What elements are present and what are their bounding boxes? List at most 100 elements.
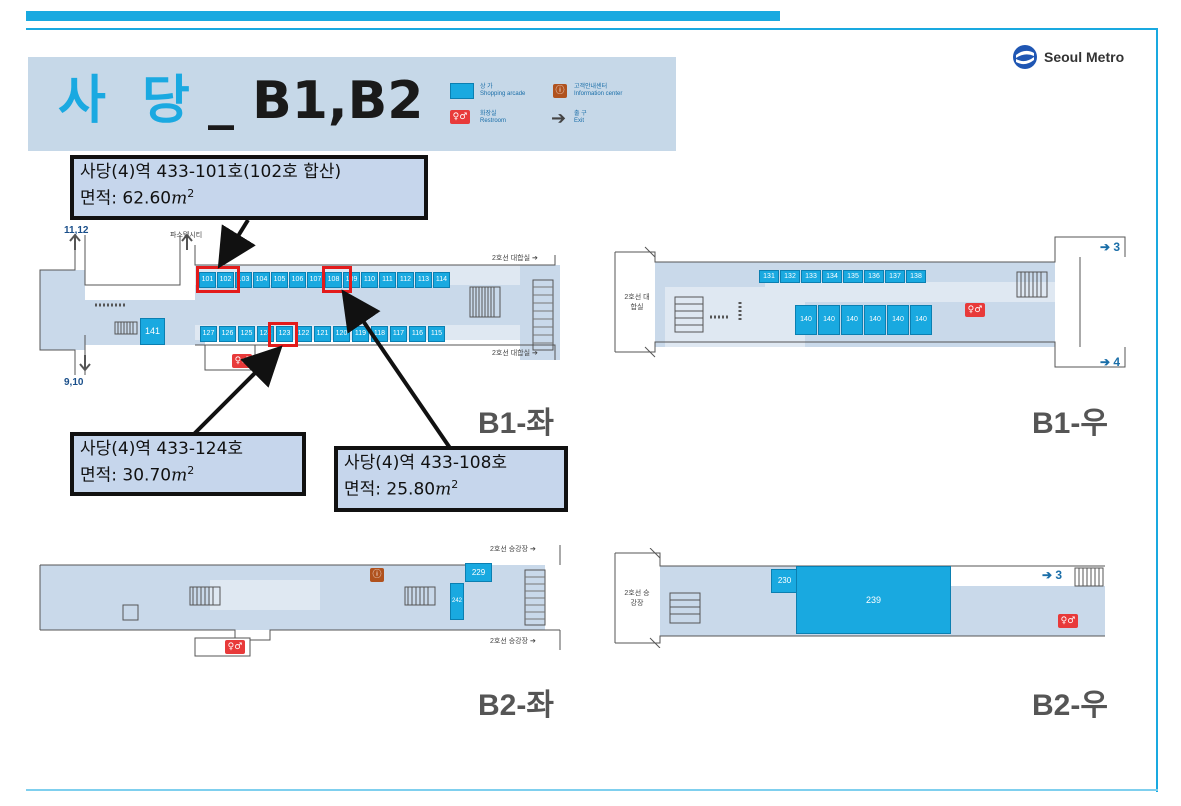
legend-info-kr: 고객안내센터 — [574, 84, 608, 90]
b1r-hall-band — [765, 282, 1055, 302]
shop-swatch-icon — [450, 83, 474, 99]
shop-140[interactable]: 140 — [795, 305, 817, 335]
shop-110[interactable]: 110 — [361, 272, 378, 288]
callout-108-title: 사당(4)역 433-108호 — [344, 453, 508, 473]
callout-124-area: 면적: 30.70m2 — [80, 460, 296, 487]
callout-108-area: 면적: 25.80m2 — [344, 474, 558, 501]
shop-242[interactable]: 242 — [450, 583, 464, 620]
b1l-exit-9-10: 9,10 — [64, 377, 84, 388]
legend-shop-en: Shopping arcade — [480, 91, 526, 97]
shop-141[interactable]: 141 — [140, 318, 165, 345]
shop-230[interactable]: 230 — [771, 569, 798, 593]
seoul-metro-logo-icon — [1013, 45, 1037, 69]
seoul-metro-logo: Seoul Metro — [1012, 44, 1124, 70]
section-b2-left: B2-좌 — [478, 689, 554, 722]
b1l-platform-bottom-label: 2호선 대합실 ➔ — [492, 350, 538, 357]
callout-124-title: 사당(4)역 433-124호 — [80, 439, 244, 459]
shop-102[interactable]: 102 — [217, 272, 234, 288]
callout-124-unit-exp: 2 — [187, 464, 195, 477]
b2l-platform-bottom-label: 2호선 승강장 ➔ — [490, 638, 536, 645]
callout-101-102-unit: m — [171, 188, 188, 209]
shop-126[interactable]: 126 — [219, 326, 236, 342]
callout-101-102-title: 사당(4)역 433-101호(102호 합산) — [80, 162, 342, 182]
b2l-platform-bottom-text: 2호선 승강장 — [490, 638, 529, 645]
exit-arrow-icon: ➔ — [551, 108, 567, 129]
callout-108: 사당(4)역 433-108호 면적: 25.80m2 — [334, 446, 568, 512]
shop-140[interactable]: 140 — [910, 305, 932, 335]
legend-info-label: 고객안내센터 Information center — [574, 84, 622, 98]
shop-114[interactable]: 114 — [433, 272, 450, 288]
b1l-exit-pastel-city: 파스텔시티 — [170, 232, 203, 239]
shop-115[interactable]: 115 — [428, 326, 445, 342]
legend-exit-kr: 출 구 — [574, 111, 587, 117]
b1r-outline-west — [614, 246, 656, 358]
b1r-exit-3-num: 3 — [1113, 240, 1121, 254]
b2l-stairs-1-lines — [192, 587, 214, 605]
legend-shopping — [450, 83, 474, 99]
shop-137[interactable]: 137 — [885, 270, 905, 283]
b1l-outline-top — [194, 245, 556, 266]
callout-108-unit-exp: 2 — [451, 478, 459, 491]
shop-121[interactable]: 121 — [314, 326, 331, 342]
shop-140[interactable]: 140 — [887, 305, 909, 335]
legend-exit-en: Exit — [574, 118, 585, 124]
b1l-platform-bottom-text: 2호선 대합실 — [492, 350, 531, 357]
title-station: 사 당 — [58, 71, 190, 131]
shop-138[interactable]: 138 — [906, 270, 926, 283]
b1l-outline-top-left — [84, 235, 181, 286]
b2l-hall-center — [210, 580, 320, 610]
callout-108-unit: m — [435, 479, 452, 500]
b1l-exit-arrow-bottom-icon — [79, 355, 91, 372]
b1r-restroom-icon: ♀♂ — [965, 303, 985, 317]
title-floors: _ B1,B2 — [208, 71, 424, 131]
highlight-124 — [268, 322, 298, 347]
shop-140[interactable]: 140 — [864, 305, 886, 335]
shop-104[interactable]: 104 — [253, 272, 270, 288]
shop-134[interactable]: 134 — [822, 270, 842, 283]
b1r-stairs — [674, 296, 704, 333]
shop-106[interactable]: 106 — [289, 272, 306, 288]
legend-exit-label: 출 구 Exit — [574, 111, 587, 125]
b2l-platform-top-label: 2호선 승강장 ➔ — [490, 546, 536, 553]
shop-108[interactable]: 108 — [325, 272, 342, 288]
b1r-outline-bottom — [615, 341, 1126, 368]
b1r-outline-top — [615, 236, 1126, 263]
highlight-108 — [322, 266, 352, 293]
b2r-exit-3-num: 3 — [1055, 568, 1063, 582]
shop-123[interactable]: 123 — [276, 326, 293, 342]
legend-restroom-label: 화장실 Restroom — [480, 111, 506, 125]
shop-136[interactable]: 136 — [864, 270, 884, 283]
shop-229[interactable]: 229 — [465, 563, 492, 582]
shop-125[interactable]: 125 — [238, 326, 255, 342]
shop-117[interactable]: 117 — [390, 326, 407, 342]
shop-101[interactable]: 101 — [199, 272, 216, 288]
b1r-stairs-east — [1016, 271, 1048, 298]
b2l-stairs-2-lines — [407, 587, 429, 605]
shop-239[interactable]: 239 — [796, 566, 951, 634]
shop-113[interactable]: 113 — [415, 272, 432, 288]
shop-133[interactable]: 133 — [801, 270, 821, 283]
shop-132[interactable]: 132 — [780, 270, 800, 283]
b1r-exit-4: ➔ 4 — [1100, 355, 1121, 369]
shop-127[interactable]: 127 — [200, 326, 217, 342]
frame-top-line — [26, 28, 1157, 30]
b2r-stairs — [669, 592, 701, 624]
callout-101-102: 사당(4)역 433-101호(102호 합산) 면적: 62.60m2 — [70, 155, 428, 220]
shop-107[interactable]: 107 — [307, 272, 324, 288]
shop-140[interactable]: 140 — [818, 305, 840, 335]
shop-135[interactable]: 135 — [843, 270, 863, 283]
shop-140[interactable]: 140 — [841, 305, 863, 335]
shop-131[interactable]: 131 — [759, 270, 779, 283]
b1l-exit-11-12: 11,12 — [64, 225, 89, 236]
shop-112[interactable]: 112 — [397, 272, 414, 288]
b1l-platform-top-label: 2호선 대합실 ➔ — [492, 255, 538, 262]
b1l-stairs-west-lines — [117, 322, 134, 334]
callout-101-102-area-label: 면적: — [80, 188, 123, 209]
logo-text: Seoul Metro — [1044, 49, 1125, 65]
shop-105[interactable]: 105 — [271, 272, 288, 288]
b1r-exit-3: ➔ 3 — [1100, 240, 1121, 254]
shop-116[interactable]: 116 — [409, 326, 426, 342]
b1l-escalator-east — [532, 279, 554, 351]
b2r-stairs-east-lines — [1078, 568, 1100, 586]
shop-111[interactable]: 111 — [379, 272, 396, 288]
